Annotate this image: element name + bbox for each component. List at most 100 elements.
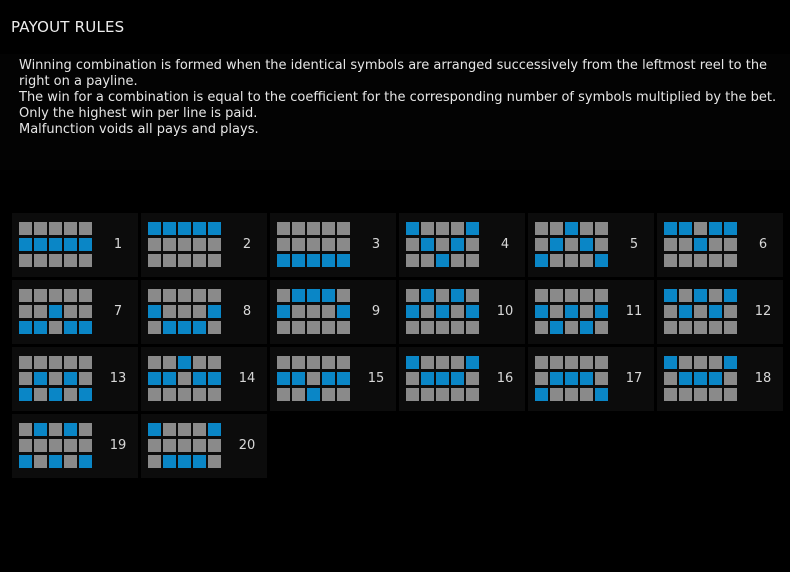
- payline-cell: [19, 439, 32, 452]
- payline-cell: [436, 321, 449, 334]
- payline-number: 2: [242, 237, 252, 252]
- payline-cell: [148, 455, 161, 468]
- payline-cell: [322, 305, 335, 318]
- payline-card[interactable]: 11: [528, 280, 654, 344]
- payline-cell-active: [178, 222, 191, 235]
- payline-cell: [178, 423, 191, 436]
- payline-cell: [724, 372, 737, 385]
- payline-cell: [19, 222, 32, 235]
- payline-card[interactable]: 2: [141, 213, 267, 277]
- payline-cell-active: [550, 372, 563, 385]
- payline-cell: [34, 289, 47, 302]
- payline-cell: [64, 455, 77, 468]
- payline-cell: [595, 289, 608, 302]
- payline-cell-active: [580, 372, 593, 385]
- page-title: PAYOUT RULES: [11, 18, 125, 36]
- payline-cell-active: [19, 238, 32, 251]
- payline-cell: [535, 222, 548, 235]
- payline-number: 6: [758, 237, 768, 252]
- payline-card[interactable]: 3: [270, 213, 396, 277]
- payline-cell: [421, 222, 434, 235]
- payline-card[interactable]: 12: [657, 280, 783, 344]
- payline-cell: [550, 289, 563, 302]
- payline-card[interactable]: 19: [12, 414, 138, 478]
- payline-cell: [421, 254, 434, 267]
- payline-cell: [436, 388, 449, 401]
- payline-cell: [307, 222, 320, 235]
- payline-cell: [19, 289, 32, 302]
- payline-number: 7: [113, 304, 123, 319]
- payline-cell: [292, 238, 305, 251]
- payline-cell: [694, 305, 707, 318]
- payline-cell-active: [148, 372, 161, 385]
- payline-card[interactable]: 4: [399, 213, 525, 277]
- payline-cell: [34, 455, 47, 468]
- payline-cell: [406, 238, 419, 251]
- payline-card[interactable]: 17: [528, 347, 654, 411]
- payline-cell: [49, 439, 62, 452]
- payline-cell: [436, 222, 449, 235]
- payline-cell-active: [49, 238, 62, 251]
- payline-card[interactable]: 5: [528, 213, 654, 277]
- payline-cell-active: [436, 254, 449, 267]
- payline-cell: [292, 356, 305, 369]
- payline-cell-active: [595, 254, 608, 267]
- payline-cell-active: [163, 372, 176, 385]
- payline-cell: [193, 356, 206, 369]
- payline-cell: [709, 238, 722, 251]
- payline-cell: [565, 238, 578, 251]
- payline-number: 9: [371, 304, 381, 319]
- payline-number: 18: [754, 371, 772, 386]
- payline-cell-active: [322, 289, 335, 302]
- payline-card[interactable]: 14: [141, 347, 267, 411]
- payline-card[interactable]: 6: [657, 213, 783, 277]
- payline-card[interactable]: 1: [12, 213, 138, 277]
- payline-cell: [406, 372, 419, 385]
- payline-cell-active: [664, 289, 677, 302]
- payline-cell-active: [709, 372, 722, 385]
- payline-cell: [709, 254, 722, 267]
- payline-cell: [178, 388, 191, 401]
- payline-cell: [19, 356, 32, 369]
- payline-cell: [277, 289, 290, 302]
- payline-card[interactable]: 10: [399, 280, 525, 344]
- payline-cell: [709, 356, 722, 369]
- payline-cell: [580, 222, 593, 235]
- payline-cell-active: [292, 254, 305, 267]
- payline-cell-active: [595, 388, 608, 401]
- payline-cell: [79, 254, 92, 267]
- payline-pattern: [19, 423, 92, 468]
- payline-card[interactable]: 9: [270, 280, 396, 344]
- payline-cell: [550, 356, 563, 369]
- payline-cell: [535, 289, 548, 302]
- payline-card[interactable]: 8: [141, 280, 267, 344]
- payline-cell: [565, 356, 578, 369]
- payline-card[interactable]: 16: [399, 347, 525, 411]
- payline-cell-active: [694, 372, 707, 385]
- payline-card[interactable]: 15: [270, 347, 396, 411]
- payline-card[interactable]: 7: [12, 280, 138, 344]
- payline-cell-active: [163, 455, 176, 468]
- payline-cell-active: [193, 372, 206, 385]
- payline-pattern: [19, 222, 92, 267]
- payline-cell: [193, 289, 206, 302]
- payline-cell: [208, 289, 221, 302]
- payline-cell: [565, 289, 578, 302]
- payline-cell: [466, 388, 479, 401]
- payline-cell: [64, 305, 77, 318]
- payline-cell: [679, 238, 692, 251]
- payline-cell-active: [694, 289, 707, 302]
- payline-card[interactable]: 18: [657, 347, 783, 411]
- payline-cell: [193, 238, 206, 251]
- payline-cell: [535, 372, 548, 385]
- payline-pattern: [406, 222, 479, 267]
- payline-cell: [451, 388, 464, 401]
- payline-cell: [79, 356, 92, 369]
- payline-cell: [34, 254, 47, 267]
- payline-cell: [193, 254, 206, 267]
- payline-cell: [163, 289, 176, 302]
- payline-card[interactable]: 20: [141, 414, 267, 478]
- payline-cell: [163, 238, 176, 251]
- payline-cell-active: [163, 222, 176, 235]
- payline-card[interactable]: 13: [12, 347, 138, 411]
